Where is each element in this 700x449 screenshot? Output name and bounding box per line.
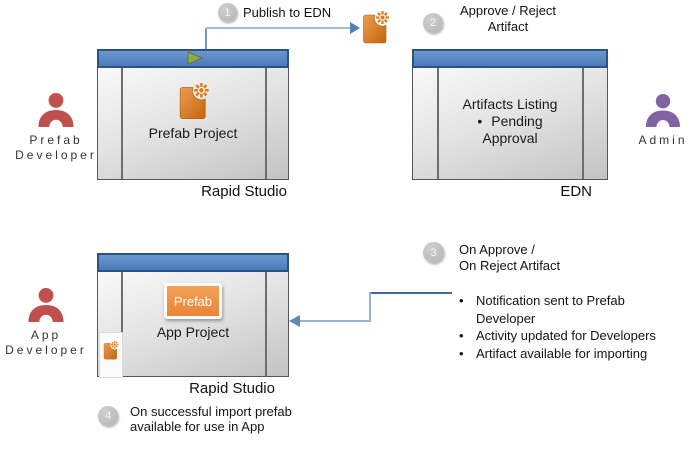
connector-publish-vertical: [205, 28, 207, 49]
connector-approve-vertical: [369, 292, 371, 322]
divider: [582, 68, 584, 179]
step-4-badge: 4: [98, 406, 118, 426]
divider: [121, 68, 123, 179]
person-icon: [23, 288, 69, 323]
divider: [437, 68, 439, 179]
actor-label: Admin: [638, 133, 688, 147]
step-2-badge: 2: [423, 13, 443, 33]
edn-listing-item: • Pending: [477, 113, 543, 129]
step-3-label: On Approve / On Reject Artifact: [459, 242, 561, 273]
divider: [265, 272, 267, 376]
connector-publish-horizontal: [206, 27, 350, 29]
bullet-glyph: •: [459, 293, 464, 308]
titlebar: [97, 49, 289, 68]
approve-notes-list: • Notification sent to Prefab Developer …: [459, 292, 671, 362]
imported-artifact-icon: [102, 341, 119, 361]
actor-app-developer: App Developer: [0, 288, 101, 358]
bullet-glyph: •: [477, 113, 483, 129]
actor-label: Prefab: [29, 133, 83, 147]
actor-admin: Admin: [608, 94, 700, 148]
sidebar-slot: [99, 332, 123, 378]
window-body: Artifacts Listing • Pending Approval: [412, 68, 608, 180]
edn-listing-title: Artifacts Listing: [462, 96, 558, 112]
window-content-label: Prefab Project: [148, 125, 238, 141]
list-item: • Notification sent to Prefab Developer: [459, 293, 625, 326]
play-icon: [187, 51, 203, 65]
divider: [121, 272, 123, 376]
window-body: Prefab App Project: [97, 272, 289, 378]
step-4-label: On successful import prefab available fo…: [130, 404, 292, 434]
connector-approve-top: [369, 292, 452, 294]
list-item: • Activity updated for Developers: [459, 328, 656, 343]
window-caption: EDN: [560, 183, 592, 200]
arrowhead-left-icon: [289, 315, 300, 327]
window-caption: Rapid Studio: [189, 380, 275, 397]
edn-listing: Artifacts Listing • Pending Approval: [413, 96, 607, 147]
window-body: Prefab Project: [97, 68, 289, 180]
actor-prefab-developer: Prefab Developer: [1, 93, 111, 163]
list-item: • Artifact available for importing: [459, 345, 648, 361]
connector-approve-bottom: [300, 320, 371, 322]
person-icon: [641, 94, 685, 128]
edn-listing-item-line2: Approval: [482, 130, 538, 146]
actor-label: Developer: [15, 148, 97, 162]
titlebar: [97, 253, 289, 272]
window-rapid-studio-app: Prefab App Project Rapid Studio: [97, 253, 289, 397]
window-caption: Rapid Studio: [201, 183, 287, 200]
window-edn: Artifacts Listing • Pending Approval EDN: [412, 49, 608, 200]
bullet-glyph: •: [459, 345, 464, 361]
published-artifact-icon: [360, 11, 390, 46]
divider: [265, 68, 267, 179]
actor-label: Developer: [5, 343, 87, 357]
arrowhead-right-icon: [350, 22, 360, 34]
prefab-button: Prefab: [164, 283, 222, 319]
step-2-label: Approve / Reject Artifact: [459, 3, 557, 34]
step-1-badge: 1: [218, 3, 237, 22]
step-3-badge: 3: [423, 242, 444, 263]
step-1-label: Publish to EDN: [243, 5, 332, 20]
window-content-label: App Project: [156, 324, 230, 340]
bullet-glyph: •: [459, 328, 464, 343]
person-icon: [33, 93, 79, 128]
new-artifact-icon: [176, 83, 210, 122]
window-rapid-studio-prefab: Prefab Project Rapid Studio: [97, 49, 289, 200]
actor-label: App: [30, 328, 62, 342]
titlebar: [412, 49, 608, 68]
